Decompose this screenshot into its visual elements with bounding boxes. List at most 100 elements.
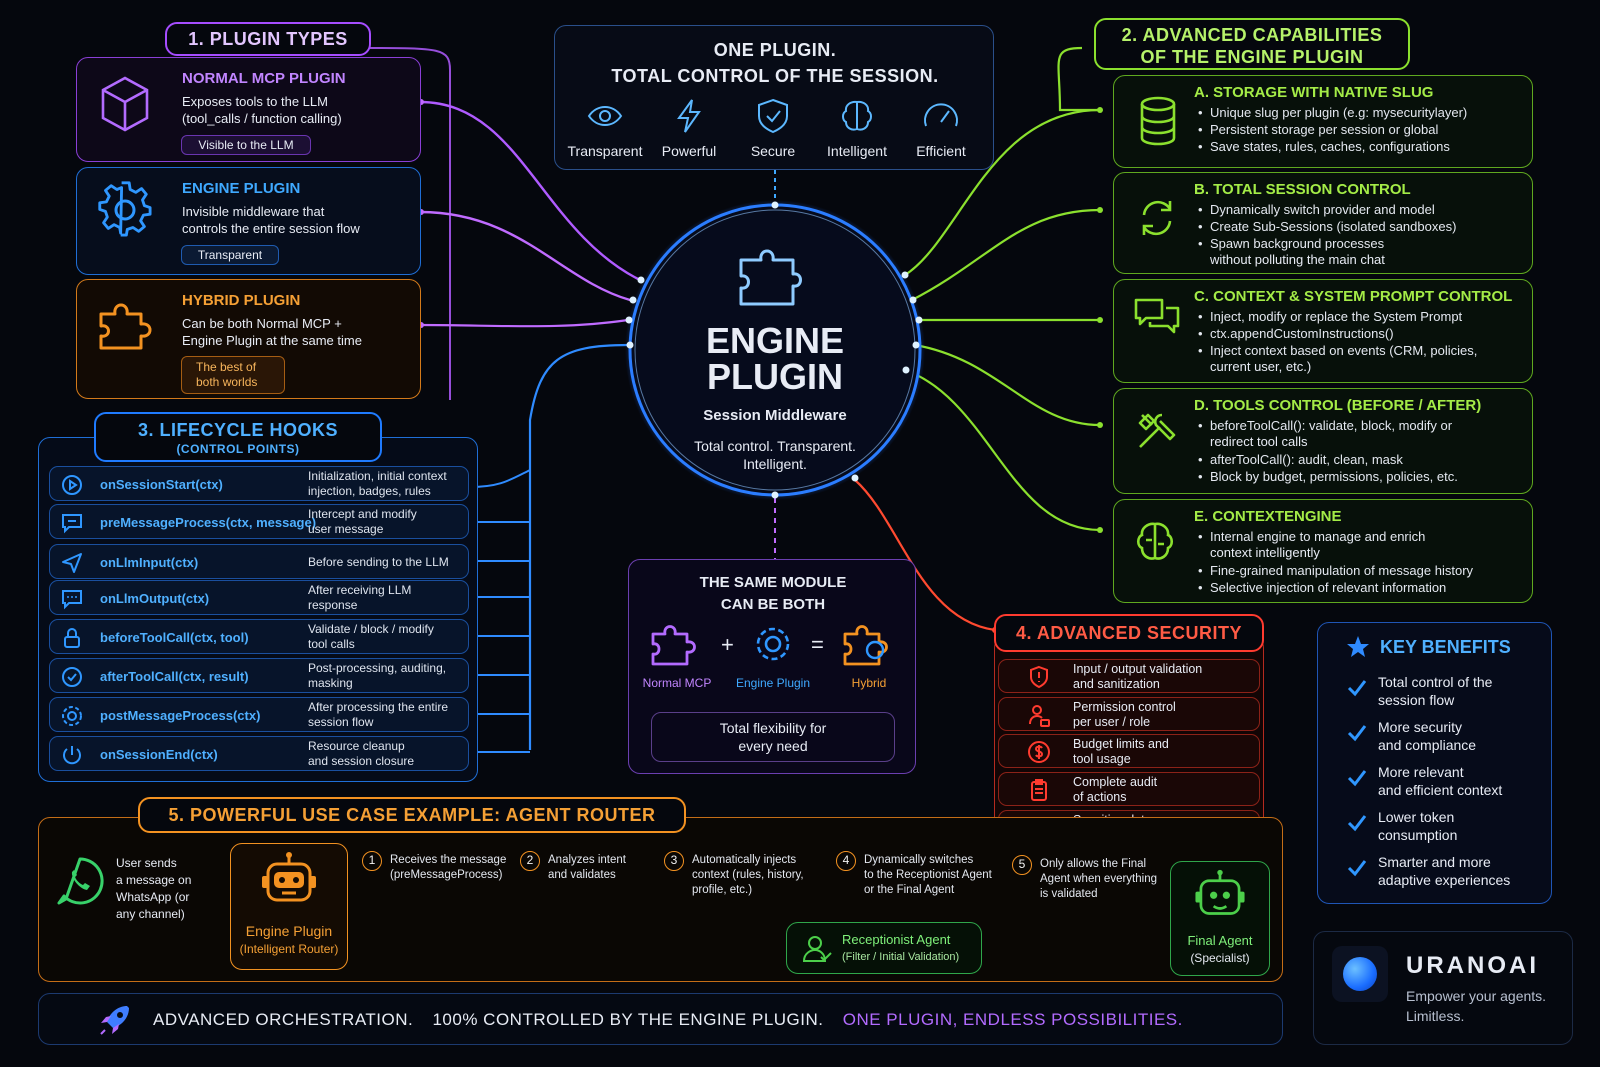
- brand-line2: Limitless.: [1406, 1008, 1465, 1024]
- plugin-types-tag: 1. PLUGIN TYPES: [165, 22, 371, 56]
- normal-mcp-card: NORMAL MCP PLUGIN Exposes tools to the L…: [76, 57, 421, 162]
- benefit-line: consumption: [1378, 827, 1458, 843]
- checkmark-icon: [1346, 857, 1368, 879]
- bullet: Fine-grained manipulation of message his…: [1196, 562, 1473, 579]
- engine-plugin-label: Engine Plugin: [735, 676, 811, 690]
- robot-green-icon: [1195, 869, 1245, 915]
- feature-transparent: Transparent: [563, 98, 647, 159]
- normal-mcp-label: Normal MCP: [642, 676, 712, 690]
- rocket-icon: [100, 1006, 129, 1035]
- final-agent-subtitle: (Specialist): [1190, 951, 1250, 965]
- capabilities-tag-line1: 2. ADVANCED CAPABILITIES: [1121, 25, 1383, 45]
- whatsapp-icon: [57, 857, 104, 905]
- benefit-text: Lower token consumption: [1378, 808, 1457, 844]
- bullet: Block by budget, permissions, policies, …: [1196, 468, 1458, 485]
- user-check-icon: [802, 936, 832, 962]
- chat-output-icon: [60, 587, 84, 611]
- capability-d-bullets: beforeToolCall(): validate, block, modif…: [1196, 417, 1458, 485]
- step-number: 5: [1012, 855, 1032, 875]
- checkmark-icon: [1346, 767, 1368, 789]
- capability-a-card: A. STORAGE WITH NATIVE SLUG Unique slug …: [1113, 75, 1533, 168]
- hybrid-plugin-line1: Can be both Normal MCP +: [182, 316, 342, 331]
- capability-a-bullets: Unique slug per plugin (e.g: mysecurityl…: [1196, 104, 1467, 155]
- router-card: Engine Plugin (Intelligent Router): [230, 843, 348, 970]
- feature-label: Intelligent: [827, 143, 887, 159]
- hook-name: onLlmInput(ctx): [100, 555, 199, 570]
- hook-name: onSessionStart(ctx): [100, 477, 223, 492]
- capability-a-title: A. STORAGE WITH NATIVE SLUG: [1194, 84, 1434, 101]
- hybrid-plugin-card: HYBRID PLUGIN Can be both Normal MCP + E…: [76, 279, 421, 399]
- bullet: beforeToolCall(): validate, block, modif…: [1196, 417, 1458, 434]
- step-number: 3: [664, 851, 684, 871]
- step-text: Receives the message(preMessageProcess): [390, 853, 506, 883]
- step-number: 1: [362, 851, 382, 871]
- benefit-line: adaptive experiences: [1378, 872, 1511, 888]
- bullet: Save states, rules, caches, configuratio…: [1196, 138, 1467, 155]
- clipboard-icon: [1027, 778, 1051, 802]
- hook-desc-line: Initialization, initial context: [308, 469, 447, 483]
- feature-label: Efficient: [916, 143, 966, 159]
- footer-part2: 100% CONTROLLED BY THE ENGINE PLUGIN.: [432, 1010, 824, 1029]
- hook-name: onSessionEnd(ctx): [100, 747, 218, 762]
- step-line: to the Receptionist Agent: [864, 869, 992, 881]
- chip-line: both worlds: [196, 375, 258, 389]
- refresh-icon: [1142, 200, 1172, 236]
- receptionist-title: Receptionist Agent: [842, 932, 951, 947]
- step-line: Only allows the Final: [1040, 858, 1147, 870]
- feature-powerful: Powerful: [647, 98, 731, 159]
- feature-efficient: Efficient: [899, 98, 983, 159]
- power-icon: [60, 743, 84, 767]
- user-line: any channel): [116, 907, 185, 921]
- brand-name: URANOAI: [1406, 952, 1539, 979]
- same-module-line1: THE SAME MODULE: [699, 574, 847, 591]
- hook-row: preMessageProcess(ctx, message)Intercept…: [49, 504, 469, 539]
- footer-part1: ADVANCED ORCHESTRATION.: [153, 1010, 414, 1029]
- benefit-line: Lower token: [1378, 809, 1455, 825]
- hook-desc-line: and session closure: [308, 754, 415, 768]
- cube-icon: [101, 76, 149, 132]
- router-subtitle: (Intelligent Router): [239, 942, 339, 956]
- gear-icon: [98, 181, 152, 237]
- user-line: User sends: [116, 856, 177, 870]
- hook-name: onLlmOutput(ctx): [100, 591, 210, 606]
- user-line: a message on: [116, 873, 192, 887]
- step-line: Analyzes intent: [548, 854, 626, 866]
- normal-mcp-line1: Exposes tools to the LLM: [182, 94, 328, 109]
- security-line: Budget limits and: [1073, 737, 1169, 751]
- footer-banner: ADVANCED ORCHESTRATION. 100% CONTROLLED …: [38, 993, 1283, 1045]
- benefit-line: More security: [1378, 719, 1463, 735]
- hook-desc-line: injection, badges, rules: [308, 484, 431, 498]
- hook-row: beforeToolCall(ctx, tool)Validate / bloc…: [49, 619, 469, 654]
- gauge-icon: [924, 103, 958, 127]
- capabilities-tag-line2: OF THE ENGINE PLUGIN: [1140, 47, 1364, 67]
- capability-e-extra: context intelligently: [1210, 545, 1320, 560]
- feature-secure: Secure: [731, 98, 815, 159]
- use-case-tag-label: 5. POWERFUL USE CASE EXAMPLE: AGENT ROUT…: [168, 805, 656, 825]
- hook-row: afterToolCall(ctx, result)Post-processin…: [49, 658, 469, 693]
- tools-icon: [1138, 413, 1176, 448]
- plugin-types-tag-label: 1. PLUGIN TYPES: [188, 29, 348, 49]
- capability-c-extra: current user, etc.): [1210, 359, 1312, 374]
- step-line: context (rules, history,: [692, 869, 804, 881]
- dollar-icon: [1027, 740, 1051, 764]
- puzzle-orange-icon: [99, 303, 152, 350]
- transparent-chip: Transparent: [181, 245, 279, 265]
- step-line: Dynamically switches: [864, 854, 974, 866]
- user-sends-text: User sends a message on WhatsApp (or any…: [116, 855, 191, 923]
- capability-b-extra: without polluting the main chat: [1210, 252, 1385, 267]
- step-text: Dynamically switches to the Receptionist …: [864, 853, 992, 898]
- benefit-line: Total control of the: [1378, 674, 1493, 690]
- same-module-line2: CAN BE BOTH: [720, 596, 826, 613]
